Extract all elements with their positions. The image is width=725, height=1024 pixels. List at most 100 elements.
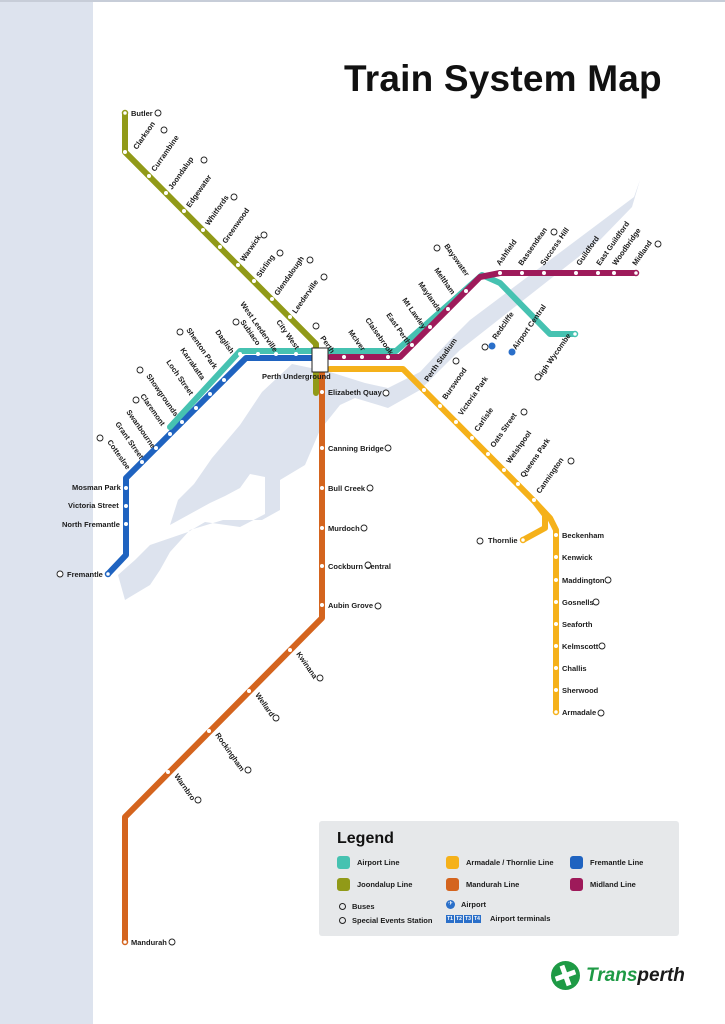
station-dot [520,271,524,275]
legend-armadale-line: Armadale / Thornlie Line [446,856,554,869]
station-dot [410,343,414,347]
bus-icon [276,249,284,257]
station-dot [218,245,222,249]
terminal-badge: T1 [446,914,454,923]
bus-icon [550,228,558,236]
fremantle-line-swatch [570,856,583,869]
bus-icon [160,126,168,134]
legend-label: Joondalup Line [357,880,413,889]
label-stirling: Stirling [254,252,276,279]
station-dot [140,460,144,464]
station-dot [470,436,474,440]
label-mandurah: Mandurah [131,938,167,947]
legend-airport-line: Airport Line [337,856,400,869]
label-warnbro: Warnbro [172,772,197,803]
legend-label: Midland Line [590,880,636,889]
station-dot [274,352,278,356]
airport-icon: ✈ [446,900,455,909]
station-dot [247,689,251,693]
label-beckenham: Beckenham [562,531,604,540]
label-whitfords: Whitfords [203,193,230,227]
station-dot [422,388,426,392]
label-armadale: Armadale [562,708,596,717]
bus-icon [272,714,280,722]
station-dot [519,536,527,544]
bus-icon [476,537,484,545]
station-dot [438,404,442,408]
bus-icon [654,240,662,248]
bus-icon [96,434,104,442]
label-leederville: Leederville [290,278,320,315]
legend-panel: Legend Airport Line Armadale / Thornlie … [319,821,679,936]
label-gosnells: Gosnells [562,598,594,607]
river-strip [0,0,93,1024]
label-thornlie: Thornlie [488,536,518,545]
label-ashfield: Ashfield [494,237,519,267]
label-bull-creek: Bull Creek [328,484,366,493]
station-dot [166,770,170,774]
bus-icon [316,674,324,682]
bus-icon [366,484,374,492]
station-dot [320,564,324,568]
label-aubin-grove: Aubin Grove [328,601,373,610]
label-perth-underground: Perth Underground [262,372,331,381]
station-dot [342,355,346,359]
bus-icon [306,256,314,264]
station-dot [288,315,292,319]
midland-line-swatch [570,878,583,891]
legend-label: Mandurah Line [466,880,520,889]
station-dot [201,228,205,232]
bus-icon [136,366,144,374]
station-dot [446,307,450,311]
terminal-badge: T4 [473,914,481,923]
legend-label: Airport terminals [490,914,551,923]
legend-title: Legend [337,830,394,847]
legend-airport-terminals: T1 T2 T3 T4 Airport terminals [446,914,550,923]
top-rule [0,0,725,2]
terminal-badge: T3 [464,914,472,923]
legend-fremantle-line: Fremantle Line [570,856,643,869]
map-title: Train System Map [344,58,662,99]
legend-buses: Buses [339,902,375,911]
legend-airport: ✈ Airport [446,900,486,909]
bus-icon [312,322,320,330]
station-dot [542,271,546,275]
label-maddington: Maddington [562,576,605,585]
station-dot [238,352,242,356]
station-dot [428,325,432,329]
armadale-line-swatch [446,856,459,869]
bus-icon [567,457,575,465]
label-mt-lawley: Mt Lawley [400,296,428,331]
station-dot [320,486,324,490]
label-currambine: Currambine [149,134,181,174]
bus-icon [154,109,162,117]
bus-icon [481,343,489,351]
transperth-logo: Transperth [551,961,685,990]
terminal-badge: T2 [455,914,463,923]
label-cannington: Cannington [534,456,566,496]
station-dot [386,355,390,359]
legend-label: Buses [352,902,375,911]
station-dot [288,648,292,652]
label-murdoch: Murdoch [328,524,360,533]
station-dot [554,688,558,692]
station-dot [554,555,558,559]
station-dot [574,271,578,275]
bus-icon [520,408,528,416]
station-dot [502,468,506,472]
station-dot [182,209,186,213]
bus-icon [382,389,390,397]
station-dot [320,390,324,394]
station-dot [124,504,128,508]
legend-mandurah-line: Mandurah Line [446,878,519,891]
bus-icon [360,524,368,532]
station-dot [554,533,558,537]
label-rockingham: Rockingham [213,731,246,773]
bus-icon [260,231,268,239]
label-cockburn-central: Cockburn Central [328,562,391,571]
station-dot [222,378,226,382]
bus-icon [244,766,252,774]
bus-icon [597,709,605,717]
mandurah-line [122,369,325,945]
